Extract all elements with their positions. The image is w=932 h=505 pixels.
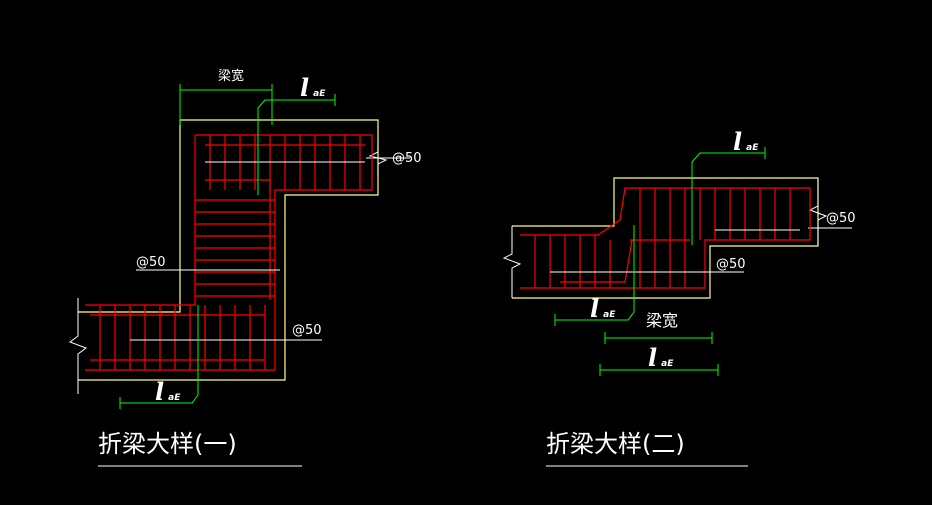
detail1-rebar [85, 134, 373, 371]
detail1-break-left [68, 298, 88, 394]
detail1-spacing-mid-label: @50 [136, 255, 166, 270]
detail1-dimensions [119, 84, 336, 409]
detail1-longitudinal-bars [130, 161, 365, 341]
detail2-spacing-upper-label: @50 [826, 211, 856, 226]
detail2-rebar [520, 187, 811, 289]
detail1-title: 折梁大样(一) [98, 430, 237, 458]
detail2-dimensions [554, 147, 766, 376]
detail1-beam-width-label: 梁宽 [218, 68, 244, 84]
detail1-spacing-bottom-label: @50 [292, 323, 322, 338]
detail2-break-right [808, 178, 828, 246]
detail1-concrete-outline [78, 119, 379, 381]
detail2-spacing-lower-label: @50 [716, 257, 746, 272]
detail2-beam-width-label: 梁宽 [646, 311, 678, 330]
detail2-break-left [502, 226, 522, 298]
detail2-longitudinal-bars [550, 229, 800, 273]
detail1-spacing-top-label: @50 [392, 151, 422, 166]
detail2-concrete-outline [512, 177, 819, 299]
detail2-title: 折梁大样(二) [546, 430, 685, 458]
